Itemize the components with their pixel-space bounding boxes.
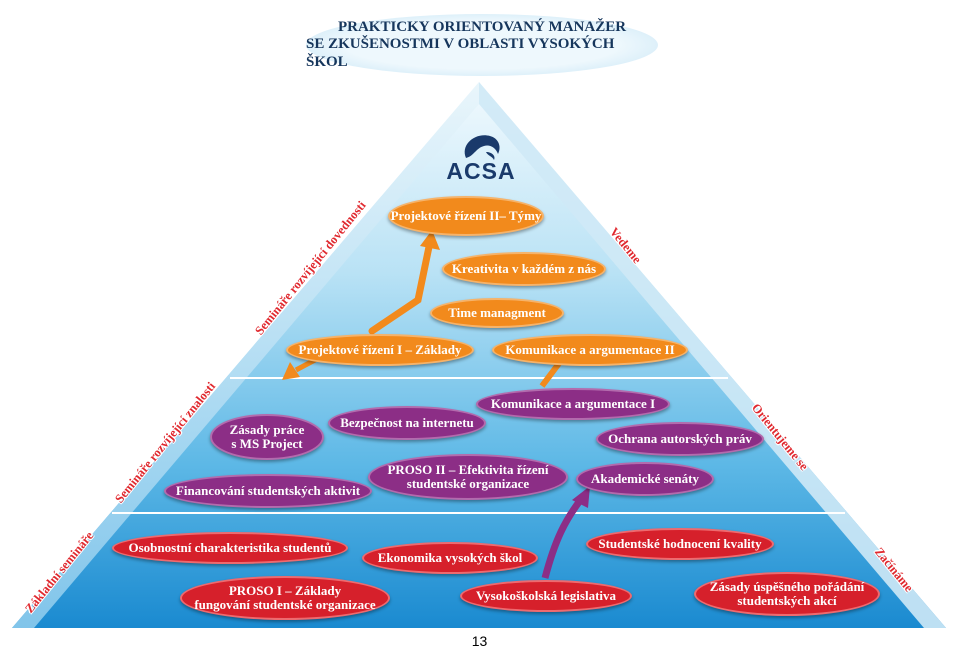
node-akademicke: Akademické senáty (576, 462, 714, 496)
node-projektove-rizeni-2: Projektové řízení II– Týmy (388, 196, 544, 236)
orange-arrow-up (368, 238, 434, 335)
node-ochrana: Ochrana autorských práv (596, 422, 764, 456)
page-number: 13 (471, 633, 488, 649)
title-line-1: PRAKTICKY ORIENTOVANÝ MANAŽER (337, 19, 627, 36)
node-time-managment: Time managment (430, 298, 564, 328)
node-zasady-ms-project: Zásady práce s MS Project (210, 414, 324, 460)
node-studentske-hodnoceni: Studentské hodnocení kvality (586, 528, 774, 560)
orange-connector (539, 360, 563, 388)
node-projektove-rizeni-1: Projektové řízení I – Základy (286, 334, 474, 366)
node-bezpecnost: Bezpečnost na internetu (328, 406, 486, 440)
node-kreativita: Kreativita v každém z nás (442, 252, 606, 286)
node-komunikace-1: Komunikace a argumentace I (476, 388, 670, 420)
pyramid-left-edge (12, 82, 479, 628)
node-osobnostni: Osobnostní charakteristika studentů (112, 532, 348, 564)
pyramid-right-edge (479, 82, 946, 628)
acsa-swirl-icon (464, 135, 500, 160)
node-proso-2: PROSO II – Efektivita řízení studentské … (368, 454, 568, 500)
title-cloud: PRAKTICKY ORIENTOVANÝ MANAŽER SE ZKUŠENO… (306, 14, 658, 76)
title-line-2: SE ZKUŠENOSTMI V OBLASTI VYSOKÝCH ŠKOL (306, 36, 615, 70)
node-proso-1: PROSO I – Základy fungování studentské o… (180, 576, 390, 620)
orange-arrow-up-head (420, 230, 440, 250)
node-komunikace-2: Komunikace a argumentace II (492, 334, 688, 366)
purple-arrow (541, 495, 585, 579)
node-ekonomika: Ekonomika vysokých škol (362, 542, 538, 574)
node-legislativa: Vysokoškolská legislativa (460, 580, 632, 612)
node-financovani: Financování studentských aktivit (164, 474, 372, 508)
orange-arrow-down-head (282, 362, 300, 380)
purple-arrow-head (572, 486, 590, 508)
node-zasady-porad: Zásady úspěšného pořádání studentských a… (694, 572, 880, 616)
acsa-logo-text: ACSA (446, 158, 516, 184)
